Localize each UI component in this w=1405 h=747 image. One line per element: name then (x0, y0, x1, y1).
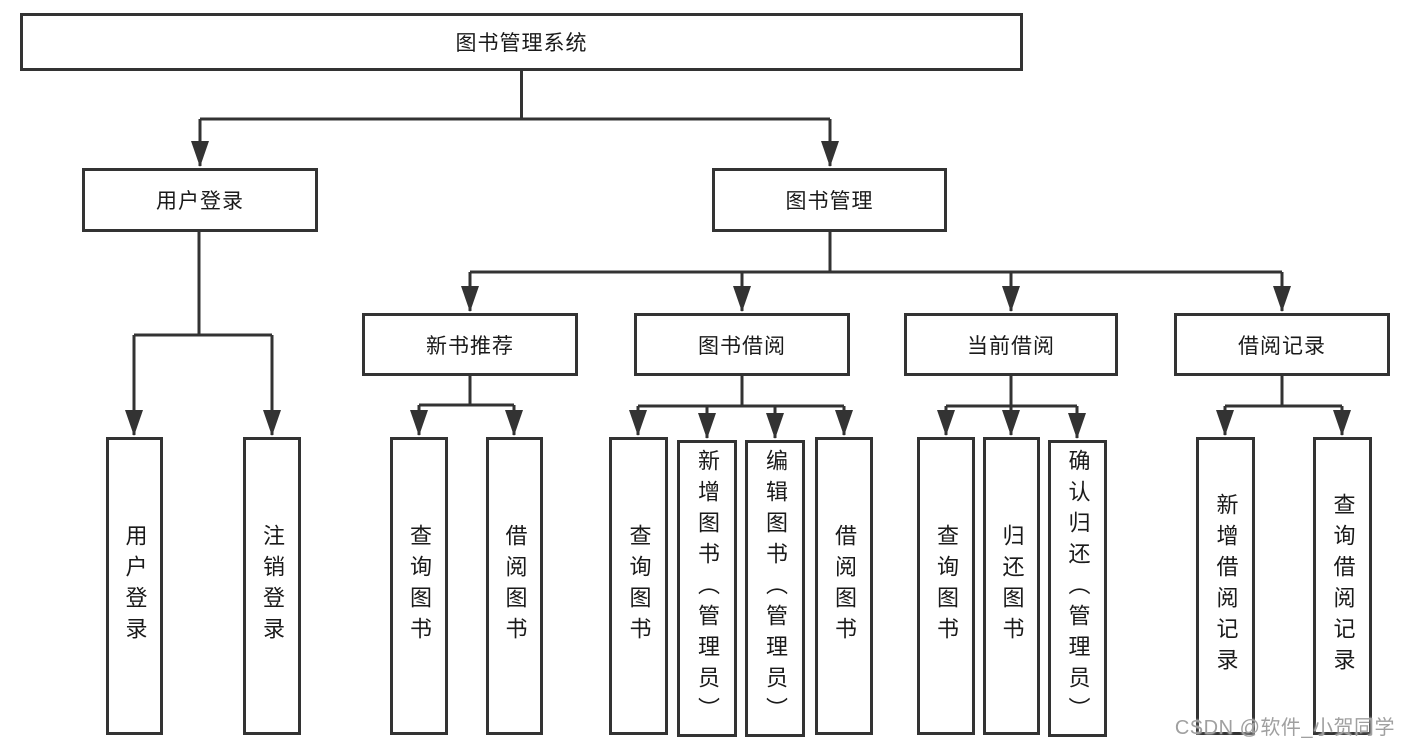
node-user-login: 用户登录 (82, 168, 318, 232)
node-book-borrowing: 图书借阅 (634, 313, 850, 376)
node-current-return-books: 归还图书 (983, 437, 1040, 735)
node-borrowing-edit-books-admin: 编辑图书（管理员） (745, 440, 805, 737)
node-borrowing-add-books-admin: 新增图书（管理员） (677, 440, 737, 737)
watermark: CSDN @软件_小贺同学 (1174, 717, 1395, 739)
node-borrowing-borrow-books: 借阅图书 (815, 437, 873, 735)
node-new-book-recommend: 新书推荐 (362, 313, 578, 376)
node-recommend-borrow-books: 借阅图书 (486, 437, 543, 735)
node-records-add-record: 新增借阅记录 (1196, 437, 1255, 735)
node-borrowing-records: 借阅记录 (1174, 313, 1390, 376)
node-records-query-record: 查询借阅记录 (1313, 437, 1372, 735)
node-logout: 注销登录 (243, 437, 301, 735)
node-borrowing-query-books: 查询图书 (609, 437, 668, 735)
node-current-borrowing: 当前借阅 (904, 313, 1118, 376)
node-current-confirm-return-admin: 确认归还（管理员） (1048, 440, 1107, 737)
node-current-query-books: 查询图书 (917, 437, 975, 735)
node-book-management: 图书管理 (712, 168, 947, 232)
node-root: 图书管理系统 (20, 13, 1023, 71)
node-login: 用户登录 (106, 437, 163, 735)
node-recommend-query-books: 查询图书 (390, 437, 448, 735)
